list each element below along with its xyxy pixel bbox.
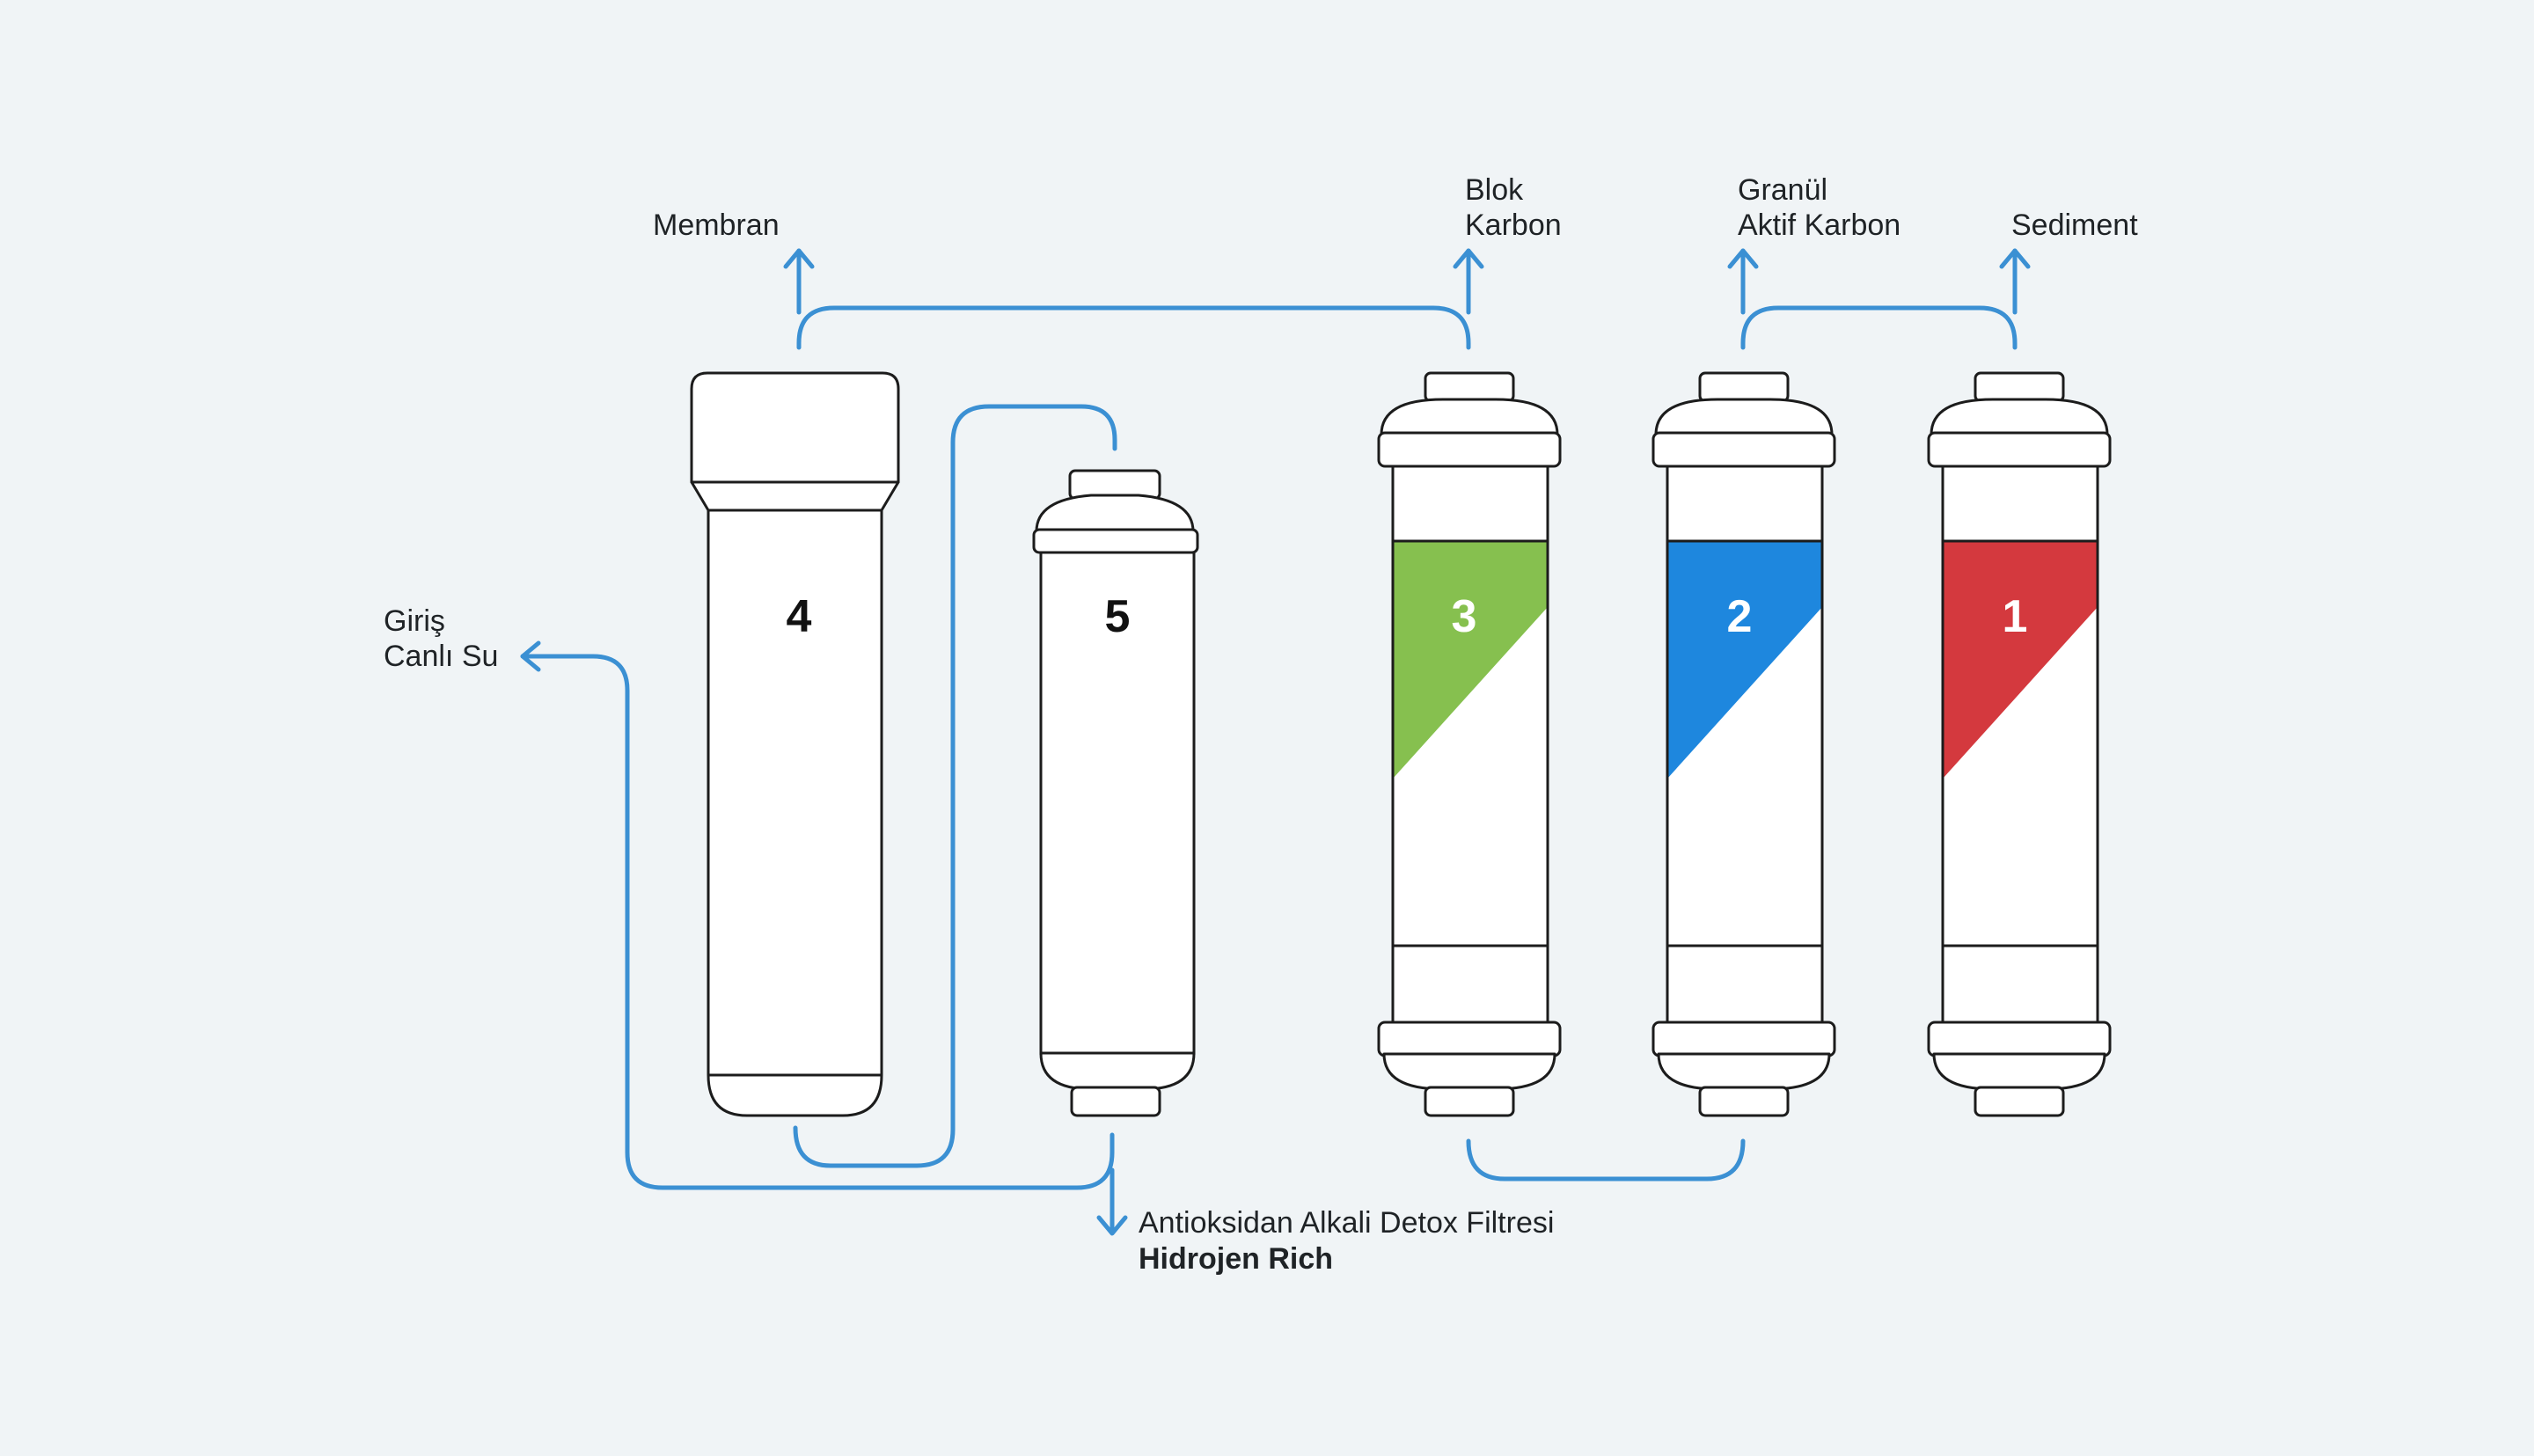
filter-5-cartridge-icon xyxy=(1032,469,1199,1117)
filter-2-cartridge-icon xyxy=(1651,371,1836,1117)
arrow-up-blok-icon xyxy=(1453,248,1484,315)
filter-4-body xyxy=(707,509,883,1117)
pipe-outlet-to-giris xyxy=(520,654,1115,1190)
filter-1-cartridge-icon xyxy=(1927,371,2112,1117)
filter-5-top-ring xyxy=(1032,528,1199,554)
filter-4-collar xyxy=(690,480,900,512)
pipe-granul-to-blok xyxy=(1466,1138,1746,1182)
filter-3-number: 3 xyxy=(1452,591,1477,642)
arrow-left-giris-icon xyxy=(520,640,541,672)
filter-1-color-band xyxy=(1943,541,2098,779)
filter-5-bottom-dome xyxy=(1039,1051,1196,1091)
filter-2-color-band xyxy=(1667,541,1822,779)
label-granul-line1: Granül xyxy=(1738,173,1828,207)
arrow-up-membran-icon xyxy=(783,248,815,315)
label-sediment: Sediment xyxy=(2011,209,2138,242)
pipe-blok-to-membran xyxy=(796,305,1471,350)
label-giris-line1: Giriş xyxy=(384,604,445,638)
filter-3-cartridge-icon xyxy=(1377,371,1562,1117)
filter-4-cap xyxy=(690,371,900,484)
label-granul-line2: Aktif Karbon xyxy=(1738,209,1901,242)
filter-1-number: 1 xyxy=(2003,591,2028,642)
filter-4-membrane-housing-icon xyxy=(690,371,900,1117)
arrow-up-granul-icon xyxy=(1727,248,1759,315)
pipe-sediment-to-granul xyxy=(1740,305,2018,350)
label-output-line2: Hidrojen Rich xyxy=(1139,1242,1334,1276)
arrows xyxy=(520,248,2031,1236)
label-blok-karbon-line1: Blok xyxy=(1465,173,1524,207)
filter-2-number: 2 xyxy=(1727,591,1753,642)
pipe-membran-bottom-to-5 xyxy=(793,404,1117,1168)
filter-5-top-dome xyxy=(1035,494,1195,533)
label-output-line1: Antioksidan Alkali Detox Filtresi xyxy=(1139,1206,1555,1240)
label-giris-line2: Canlı Su xyxy=(384,640,499,673)
pipes xyxy=(520,305,2018,1234)
filter-numbers: 4 5 3 2 1 xyxy=(787,591,2028,642)
arrow-up-sediment-icon xyxy=(1999,248,2031,315)
label-blok-karbon-line2: Karbon xyxy=(1465,209,1562,242)
filter-5-number: 5 xyxy=(1105,591,1131,642)
arrow-down-output-icon xyxy=(1096,1215,1128,1236)
label-membran: Membran xyxy=(653,209,780,242)
filter-4-number: 4 xyxy=(787,591,812,642)
filter-3-color-band xyxy=(1393,541,1548,779)
filter-5-bottom-nut xyxy=(1070,1086,1161,1117)
